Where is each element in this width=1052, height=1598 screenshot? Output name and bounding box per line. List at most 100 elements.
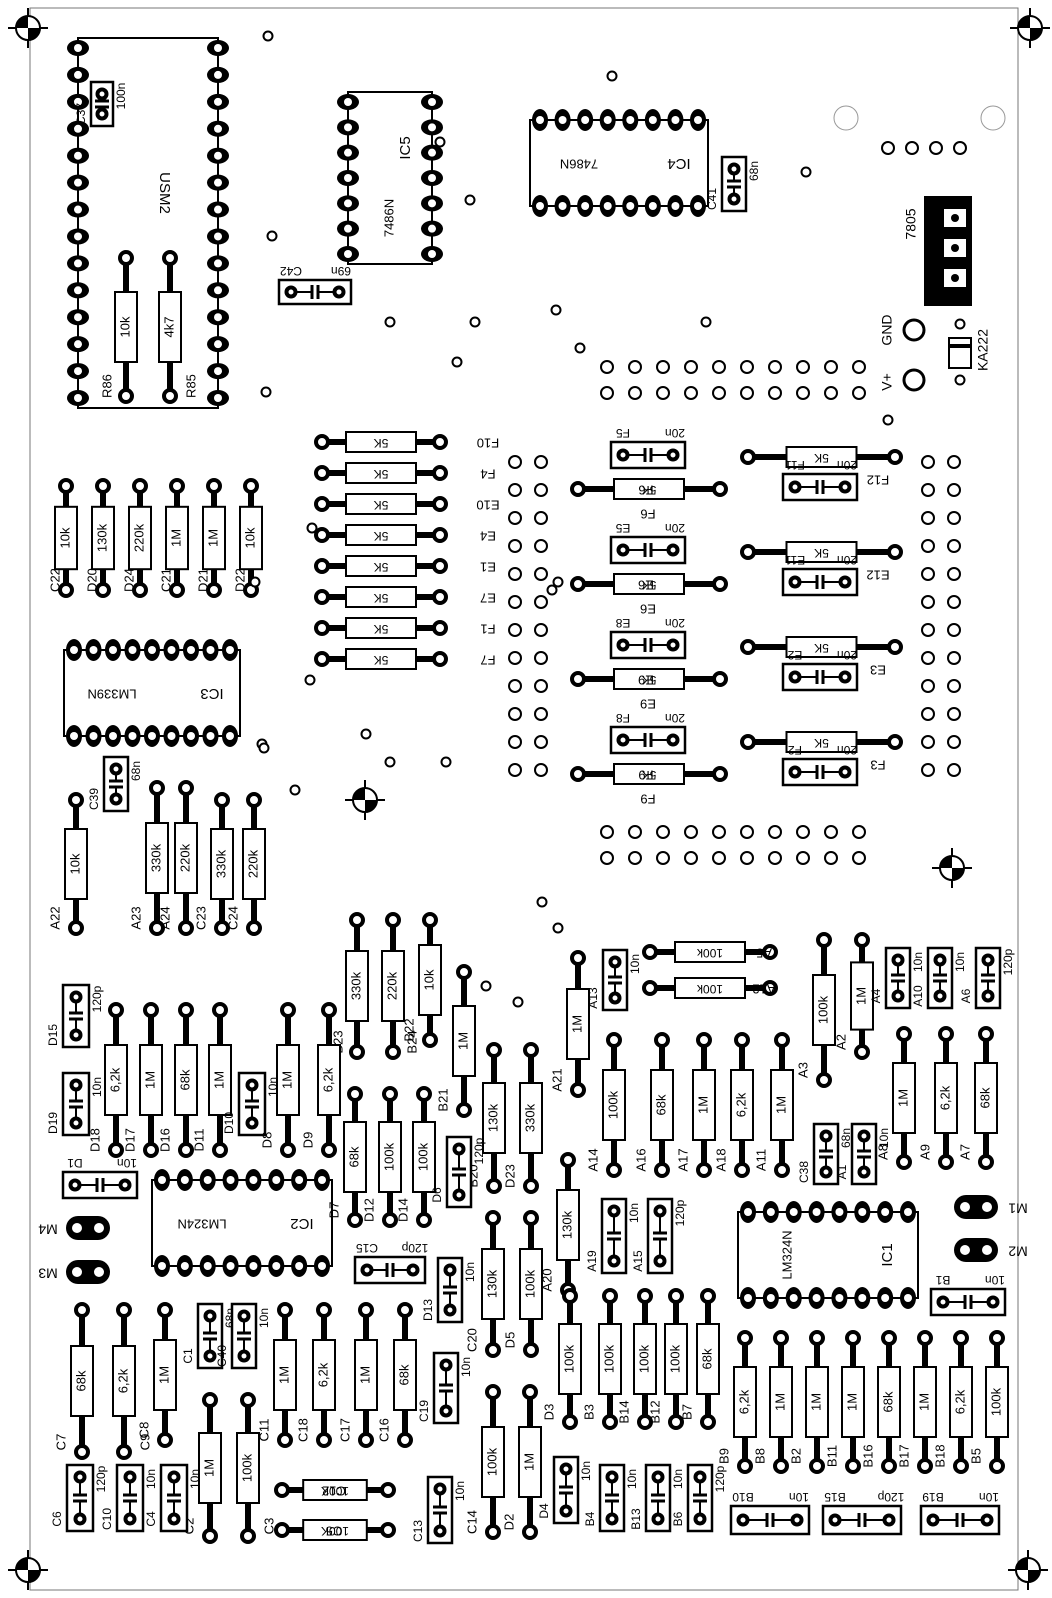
via-hole [262,30,274,42]
solder-pad [666,733,680,747]
resistor-body [934,1062,958,1134]
solder-pad [819,1165,833,1179]
solder-pad [773,1458,789,1474]
resistor-value: 5K [374,436,389,450]
solder-pad [854,1044,870,1060]
ic-body [737,1211,919,1299]
via-hole [712,851,726,865]
solder-pad [693,1512,707,1526]
reference-designator: A9 [917,1144,932,1160]
capacitor-value: 10n [953,952,967,972]
resistor-value: 100k [636,1344,651,1373]
solder-pad [522,1524,538,1540]
resistor-value: 1M [455,1032,470,1050]
capacitor-value: 10n [117,1156,137,1170]
resistor-value: 100k [239,1453,254,1482]
reference-designator: D7 [326,1202,341,1219]
resistor-value: 1M [357,1366,372,1384]
resistor-body [312,1339,336,1411]
via-hole [684,386,698,400]
via-hole [266,230,278,242]
resistor-value: 5K [374,653,389,667]
vplus-label: V+ [879,373,895,391]
resistor-value: 5K [374,529,389,543]
ic-body [347,91,433,265]
ic-pin-hole [214,70,222,79]
solder-pad [456,964,472,980]
solder-pad [360,1263,374,1277]
reference-designator: A14 [585,1148,600,1171]
resistor-value: 68k [346,1146,361,1167]
ic-pin-hole [858,1294,867,1302]
solder-pad [385,1044,401,1060]
resistor-body [812,974,836,1046]
via-hole [740,851,754,865]
resistor-body [345,617,417,639]
resistor-body [104,1044,128,1116]
via-hole [656,851,670,865]
via-hole [852,851,866,865]
resistor-body [302,1519,368,1541]
resistor-body [139,1044,163,1116]
solder-pad [953,1458,969,1474]
via-hole [508,483,522,497]
connector-pin [94,1223,104,1233]
solder-pad [522,1384,538,1400]
solder-pad [240,1392,256,1408]
solder-pad [882,1513,896,1527]
connector-pin [982,1202,992,1212]
reference-designator: B8 [752,1448,767,1464]
reference-designator: F9 [640,792,655,807]
capacitor-value: 10n [628,954,642,974]
solder-pad [653,1204,667,1218]
capacitor-value: 20n [837,458,857,472]
solder-pad [606,1162,622,1178]
solder-pad [774,1032,790,1048]
ic-pin-hole [74,259,82,268]
mounting-hole [980,105,1006,131]
resistor-value: 10k [67,853,82,874]
solder-pad [523,1042,539,1058]
regulator-reference: 7805 [903,208,919,239]
via-hole [306,522,318,534]
solder-pad [314,496,330,512]
solder-pad [206,478,222,494]
solder-pad [570,1082,586,1098]
reference-designator: A21 [549,1068,564,1091]
via-hole [712,825,726,839]
mark-fill [353,788,365,800]
resistor-value: 5K [814,451,829,465]
resistor-body [153,1339,177,1411]
mark-fill [940,856,952,868]
reference-designator: B7 [679,1404,694,1420]
ic-pin-hole [766,1208,775,1216]
reference-designator: F4 [480,467,495,482]
mark-fill [1018,16,1030,28]
resistor-body [598,1323,622,1395]
reference-designator: B19 [922,1490,944,1504]
capacitor-value: 120p [90,985,104,1012]
ic-pin-hole [74,205,82,214]
reference-designator: F6 [638,483,653,498]
solder-pad [559,1504,573,1518]
reference-designator: B13 [629,1508,643,1530]
solder-pad [314,589,330,605]
via-hole [768,825,782,839]
solder-pad [433,1524,447,1538]
solder-pad [58,582,74,598]
ic-pin-hole [206,646,215,654]
